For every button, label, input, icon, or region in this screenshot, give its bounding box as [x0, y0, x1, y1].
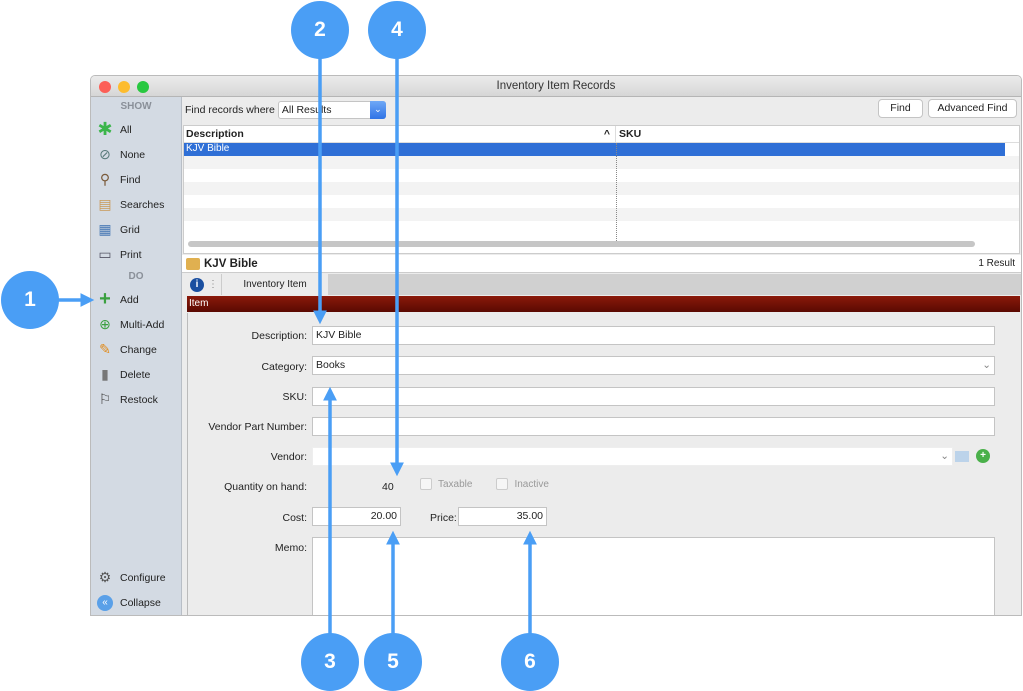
collapse-icon: «: [97, 594, 113, 611]
section-header: Item: [187, 296, 1020, 312]
item-form: Description: KJV Bible Category: Books⌄ …: [187, 313, 1020, 615]
info-icon: i: [190, 277, 204, 292]
vendor-field[interactable]: ⌄: [312, 447, 953, 466]
sidebar-item-restock[interactable]: ⚐Restock: [98, 391, 158, 407]
record-header: KJV Bible 1 Result: [182, 255, 1021, 273]
sidebar-item-configure[interactable]: ⚙Configure: [98, 569, 166, 585]
add-vendor-icon[interactable]: +: [976, 449, 990, 463]
plus-icon: +: [99, 288, 111, 310]
memo-field[interactable]: [312, 537, 995, 615]
grid-icon: ▦: [98, 221, 112, 237]
folder-icon[interactable]: [955, 451, 969, 462]
result-count: 1 Result: [978, 258, 1015, 269]
close-button[interactable]: [99, 81, 111, 93]
sidebar-item-find[interactable]: ⚲Find: [91, 167, 181, 192]
sidebar-item-change[interactable]: ✎Change: [91, 337, 181, 362]
info-button[interactable]: i⋮: [187, 274, 221, 295]
sidebar-item-searches[interactable]: ▤Searches: [98, 196, 165, 212]
sidebar-item-multi-add[interactable]: ⊕Multi-Add: [91, 312, 181, 337]
callout-1: 1: [1, 271, 59, 329]
printer-icon: ▭: [98, 246, 112, 262]
title-bar: Inventory Item Records: [91, 76, 1021, 97]
callout-3: 3: [301, 633, 359, 691]
asterisk-icon: ✱: [97, 119, 113, 139]
zoom-button[interactable]: [137, 81, 149, 93]
more-icon: ⋮: [208, 279, 218, 290]
gear-icon: ⚙: [98, 569, 112, 585]
table-header: Description^ SKU: [184, 126, 1019, 143]
tab-bar: i⋮ Inventory Item: [187, 274, 1021, 295]
advanced-find-button[interactable]: Advanced Find: [928, 99, 1017, 118]
category-field[interactable]: Books⌄: [312, 356, 995, 375]
chevron-down-icon: ⌄: [369, 101, 386, 119]
sidebar-item-add[interactable]: +Add: [91, 287, 181, 312]
quantity-value: 40: [382, 481, 394, 493]
callout-6: 6: [501, 633, 559, 691]
column-sku[interactable]: SKU: [619, 128, 642, 140]
app-window: Inventory Item Records SHOW ✱All ⊘None ⚲…: [90, 75, 1022, 616]
sidebar-item-delete[interactable]: ▮Delete: [91, 362, 181, 387]
description-field[interactable]: KJV Bible: [312, 326, 995, 345]
tab-inventory-item[interactable]: Inventory Item: [221, 274, 328, 295]
searches-icon: ▤: [98, 196, 112, 212]
callout-4: 4: [368, 1, 426, 59]
chevron-down-icon: ⌄: [940, 450, 949, 462]
find-label: Find records where: [185, 104, 275, 116]
sidebar-item-collapse[interactable]: «Collapse: [91, 590, 181, 615]
callout-5: 5: [364, 633, 422, 691]
records-table: Description^ SKU KJV Bible: [183, 125, 1020, 254]
record-title: KJV Bible: [204, 257, 258, 270]
window-title: Inventory Item Records: [496, 80, 616, 92]
chevron-down-icon: ⌄: [982, 359, 991, 371]
price-field[interactable]: 35.00: [458, 507, 547, 526]
sort-ascending-icon: ^: [603, 128, 610, 140]
show-header: SHOW: [120, 101, 152, 112]
sidebar-item-grid[interactable]: ▦Grid: [98, 221, 140, 237]
no-entry-icon: ⊘: [99, 146, 111, 162]
column-description[interactable]: Description^: [184, 126, 616, 142]
vendor-part-number-field[interactable]: [312, 417, 995, 436]
sidebar-item-print[interactable]: ▭Print: [98, 246, 142, 262]
horizontal-scrollbar[interactable]: [188, 241, 975, 247]
multi-add-icon: ⊕: [99, 316, 111, 332]
sku-field[interactable]: [312, 387, 995, 406]
cost-field[interactable]: 20.00: [312, 507, 401, 526]
minimize-button[interactable]: [118, 81, 130, 93]
find-select[interactable]: All Results⌄: [277, 101, 386, 119]
restock-icon: ⚐: [98, 391, 112, 407]
main-panel: Find records where All Results⌄ Find Adv…: [182, 97, 1021, 615]
do-header: DO: [128, 271, 144, 282]
sidebar: SHOW ✱All ⊘None ⚲Find ▤Searches ▦Grid ▭P…: [91, 97, 182, 615]
trash-icon: ▮: [101, 366, 109, 382]
find-button[interactable]: Find: [878, 99, 923, 118]
sidebar-item-none[interactable]: ⊘None: [91, 142, 181, 167]
table-row[interactable]: KJV Bible: [184, 143, 1005, 156]
callout-2: 2: [291, 1, 349, 59]
taxable-checkbox[interactable]: [420, 478, 432, 490]
table-body: KJV Bible: [184, 143, 1019, 234]
magnifier-icon: ⚲: [99, 171, 111, 187]
inactive-checkbox[interactable]: [496, 478, 509, 490]
box-icon: [186, 257, 200, 270]
sidebar-item-all[interactable]: ✱All: [97, 119, 132, 139]
pencil-icon: ✎: [99, 341, 111, 357]
